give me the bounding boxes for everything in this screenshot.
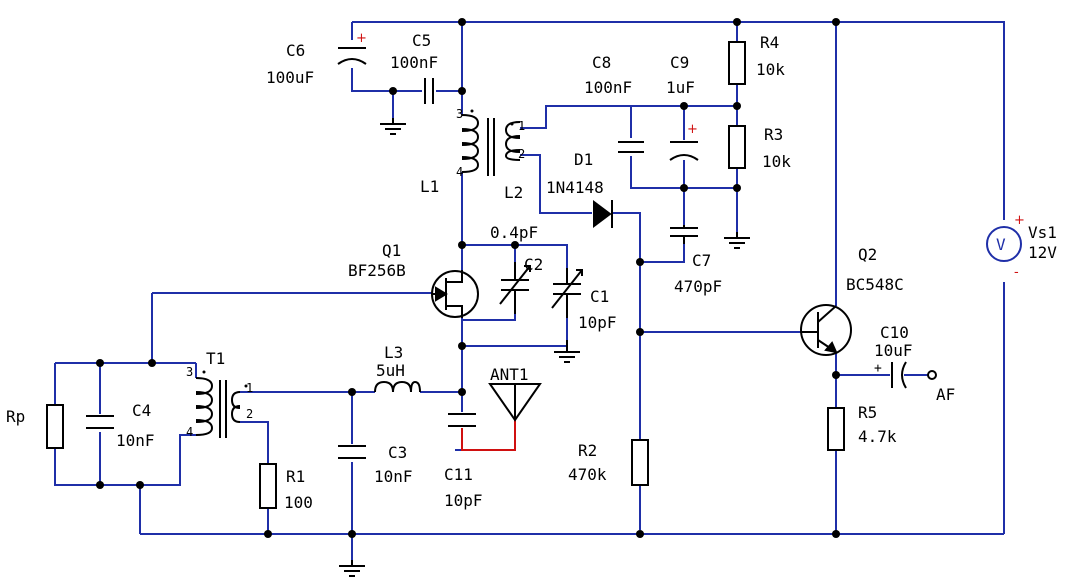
r4-value: 10k bbox=[756, 60, 785, 79]
r1-value: 100 bbox=[284, 493, 313, 512]
resistor-rp bbox=[46, 404, 64, 449]
pin-label: 4 bbox=[186, 425, 193, 439]
polarity-plus-icon: + bbox=[874, 361, 882, 376]
r2-value: 470k bbox=[568, 465, 607, 484]
c2-ref: C2 bbox=[524, 255, 543, 274]
l3-ref: L3 bbox=[384, 343, 403, 362]
c1-ref: C1 bbox=[590, 287, 609, 306]
inductor-l1-l2 bbox=[461, 109, 521, 176]
pin-label: 1 bbox=[246, 381, 253, 395]
capacitor-c3 bbox=[338, 445, 366, 459]
capacitor-c1-variable bbox=[551, 268, 583, 318]
antenna-icon bbox=[488, 383, 542, 422]
capacitor-c10: + bbox=[874, 361, 907, 389]
resistor-r4 bbox=[728, 41, 746, 85]
voltage-source-vs1: V + - bbox=[986, 213, 1025, 280]
inductor-l3 bbox=[374, 380, 421, 393]
q2-value: BC548C bbox=[846, 275, 904, 294]
junctions bbox=[96, 18, 840, 538]
capacitor-c6: + bbox=[337, 31, 367, 65]
c2-value: 0.4pF bbox=[490, 223, 538, 242]
capacitor-c8 bbox=[618, 141, 644, 153]
c11-value: 10pF bbox=[444, 491, 483, 510]
r2-ref: R2 bbox=[578, 441, 597, 460]
capacitor-c11 bbox=[448, 413, 476, 427]
pin-label: 2 bbox=[246, 407, 253, 421]
capacitor-c2-variable bbox=[499, 262, 531, 314]
polarity-minus-icon: - bbox=[1014, 265, 1019, 280]
l1-ref: L1 bbox=[420, 177, 439, 196]
voltmeter-icon: V bbox=[996, 235, 1006, 254]
ground-icon bbox=[554, 340, 580, 363]
af-label: AF bbox=[936, 385, 955, 404]
capacitor-c7 bbox=[670, 225, 698, 244]
c4-value: 10nF bbox=[116, 431, 155, 450]
r4-ref: R4 bbox=[760, 33, 779, 52]
capacitor-c9: + bbox=[669, 122, 699, 161]
q1-ref: Q1 bbox=[382, 241, 401, 260]
pin-label: 3 bbox=[186, 365, 193, 379]
polarity-plus-icon: + bbox=[356, 31, 367, 46]
r5-ref: R5 bbox=[858, 403, 877, 422]
l2-ref: L2 bbox=[504, 183, 523, 202]
d1-ref: D1 bbox=[574, 150, 593, 169]
c5-ref: C5 bbox=[412, 31, 431, 50]
c8-ref: C8 bbox=[592, 53, 611, 72]
pin-label: 4 bbox=[456, 165, 463, 179]
c6-value: 100uF bbox=[266, 68, 314, 87]
polarity-plus-icon: + bbox=[687, 122, 698, 137]
antenna-wire bbox=[461, 420, 516, 451]
pin-label: 3 bbox=[456, 107, 463, 121]
r5-value: 4.7k bbox=[858, 427, 897, 446]
ant1-ref: ANT1 bbox=[490, 365, 529, 384]
c8-value: 100nF bbox=[584, 78, 632, 97]
pin-label: 1 bbox=[518, 119, 525, 133]
resistor-r1 bbox=[259, 463, 277, 509]
c4-ref: C4 bbox=[132, 401, 151, 420]
c3-ref: C3 bbox=[388, 443, 407, 462]
labels: C6 100uF C5 100nF C8 100nF C9 1uF R4 10k… bbox=[6, 31, 1057, 512]
q2-ref: Q2 bbox=[858, 245, 877, 264]
capacitor-c4 bbox=[86, 415, 114, 429]
c1-value: 10pF bbox=[578, 313, 617, 332]
resistor-r3 bbox=[728, 125, 746, 169]
r3-ref: R3 bbox=[764, 125, 783, 144]
c7-value: 470pF bbox=[674, 277, 722, 296]
c3-value: 10nF bbox=[374, 467, 413, 486]
c7-ref: C7 bbox=[692, 251, 711, 270]
resistor-r5 bbox=[827, 407, 845, 451]
l3-value: 5uH bbox=[376, 361, 405, 380]
c6-ref: C6 bbox=[286, 41, 305, 60]
c9-ref: C9 bbox=[670, 53, 689, 72]
transistor-q1-jfet bbox=[431, 270, 479, 318]
c11-ref: C11 bbox=[444, 465, 473, 484]
c10-value: 10uF bbox=[874, 341, 913, 360]
c9-value: 1uF bbox=[666, 78, 695, 97]
polarity-plus-icon: + bbox=[1014, 213, 1025, 228]
capacitor-c5 bbox=[424, 78, 434, 104]
wires bbox=[54, 21, 1005, 560]
ground-icon bbox=[339, 560, 365, 577]
q1-value: BF256B bbox=[348, 261, 406, 280]
transistor-q2-npn bbox=[800, 304, 852, 356]
d1-value: 1N4148 bbox=[546, 178, 604, 197]
c5-value: 100nF bbox=[390, 53, 438, 72]
resistor-r2 bbox=[631, 439, 649, 486]
r1-ref: R1 bbox=[286, 467, 305, 486]
c10-ref: C10 bbox=[880, 323, 909, 342]
vs1-ref: Vs1 bbox=[1028, 223, 1057, 242]
af-output-terminal bbox=[927, 370, 937, 380]
r3-value: 10k bbox=[762, 152, 791, 171]
ground-icon bbox=[380, 118, 406, 135]
diode-d1 bbox=[593, 200, 613, 228]
transformer-t1 bbox=[195, 370, 248, 438]
rp-ref: Rp bbox=[6, 407, 25, 426]
vs1-value: 12V bbox=[1028, 243, 1057, 262]
pin-label: 2 bbox=[518, 147, 525, 161]
t1-ref: T1 bbox=[206, 349, 225, 368]
ground-icon bbox=[724, 232, 750, 249]
